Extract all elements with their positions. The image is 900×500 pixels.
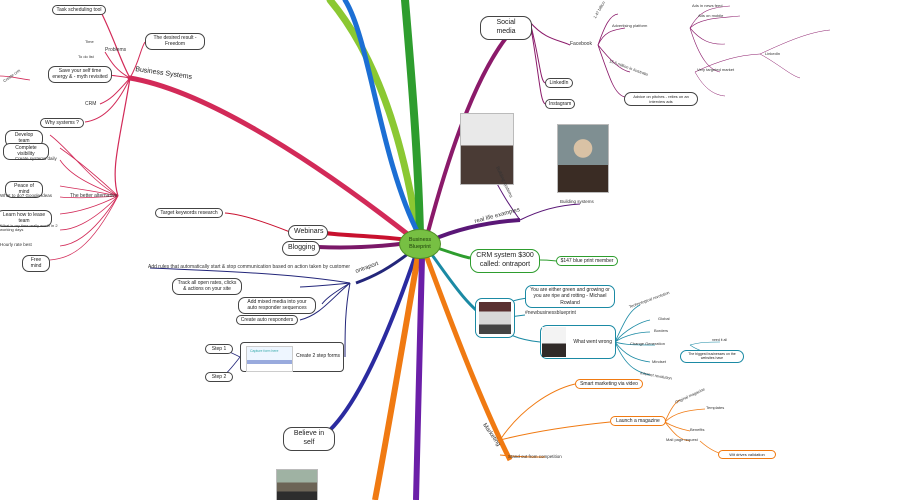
building-systems-label-2: Building systems [560, 199, 594, 204]
change-gen-label: Change Generation [630, 341, 665, 346]
launch-magazine-node[interactable]: Launch a magazine [610, 416, 666, 427]
mail-request-label: Mail page request [666, 437, 698, 442]
track-rates-node[interactable]: Track all open rates, clicks & actions o… [172, 278, 242, 295]
form-image-caption: Capture form here [250, 349, 279, 353]
validation-node[interactable]: Wit drives validation [718, 450, 776, 459]
mobile-label: Ads on mobile [698, 13, 724, 18]
biggest-business-node[interactable]: The biggest businesses on the websites h… [680, 350, 744, 363]
learn-lease-node[interactable]: Learn how to lease team [0, 210, 52, 227]
auto-responders-node[interactable]: Create auto responders [236, 315, 298, 326]
mixed-media-node[interactable]: Add mixed media into your auto responder… [238, 297, 316, 314]
mindset-label: Mindset [652, 359, 667, 364]
target-keywords-node[interactable]: Target keywords research [155, 208, 223, 219]
facebook-label[interactable]: Facebook [570, 41, 592, 47]
webinars-node[interactable]: Webinars [288, 225, 328, 240]
presentation-photo-1 [460, 113, 514, 185]
video-marketing-node[interactable]: Smart marketing via video [575, 379, 643, 390]
social-media-node[interactable]: Social media [480, 16, 532, 40]
central-topic-line1: Business [408, 237, 432, 244]
benefits-label: Benefits [690, 427, 705, 432]
two-step-forms-label: Create 2 step forms [296, 353, 340, 359]
ads-feed-label: Ads in news feed [692, 3, 723, 8]
time-label: Time [85, 39, 94, 44]
crm-label: CRM [85, 101, 97, 107]
presentation-photo-2 [557, 124, 609, 193]
step-2-node[interactable]: Step 2 [205, 372, 233, 383]
instagram-node[interactable]: Instagram [545, 99, 575, 110]
crm-system-node[interactable]: CRM system $300 called: ontraport [470, 249, 540, 273]
peace-of-mind-node[interactable]: Peace of mind [5, 181, 43, 198]
green-growing-node[interactable]: You are either green and growing or you … [525, 285, 615, 308]
form-image: Capture form here [246, 346, 293, 372]
advertising-label: Advertising platform [612, 23, 648, 28]
believe-in-self-node[interactable]: Believe in self [283, 427, 335, 451]
what-to-do-label: What to do? Google ideas [0, 193, 53, 198]
step-1-node[interactable]: Step 1 [205, 344, 233, 355]
need-all-label: need it all [712, 338, 727, 342]
problems-label: Problems [105, 47, 127, 53]
stand-out-label: Stand out from competition [508, 454, 562, 459]
quote-photo [479, 302, 511, 334]
hourly-rate-label: Hourly rate best [0, 242, 32, 247]
save-time-node[interactable]: Save your self time energy & - myth revi… [48, 66, 112, 83]
todo-label: To do list [78, 54, 94, 59]
quote-image-node[interactable] [475, 298, 515, 338]
global-label: Global [658, 316, 670, 321]
templates-label: Templates [706, 405, 725, 410]
time-worth-label: What is my time really worth in 2 workin… [0, 223, 58, 232]
borders-label: Borders [654, 328, 669, 333]
blogging-node[interactable]: Blogging [282, 241, 320, 256]
task-scheduling-node[interactable]: Task scheduling tool [52, 5, 106, 16]
blue-member-node[interactable]: $147 blue print member [556, 256, 618, 267]
complete-visibility-node[interactable]: Complete visibility [3, 143, 49, 160]
create-systems-label: Create systems daily [15, 156, 57, 161]
linkedin-node[interactable]: LinkedIn [545, 78, 573, 89]
central-topic-line2: Blueprint [409, 244, 431, 250]
free-mind-node[interactable]: Free mind [22, 255, 50, 272]
targeted-label: Very targeted market [697, 67, 735, 72]
linkedin-note-label: LinkedIn [765, 51, 781, 56]
street-photo [276, 469, 318, 500]
audience-photo [542, 327, 566, 357]
desired-result-node[interactable]: The desired result - Freedom [145, 33, 205, 50]
advice-node[interactable]: Advice on pitches - relies on an intervi… [624, 92, 698, 106]
rules-label: Add rules that automatically start & sto… [148, 264, 351, 270]
better-alternative-label[interactable]: The better alternative [70, 193, 118, 199]
went-wrong-label: What went wrong [573, 339, 612, 345]
hashtag-label: #newbusinessblueprint [525, 310, 576, 316]
why-systems-node[interactable]: Why systems ? [40, 118, 84, 129]
